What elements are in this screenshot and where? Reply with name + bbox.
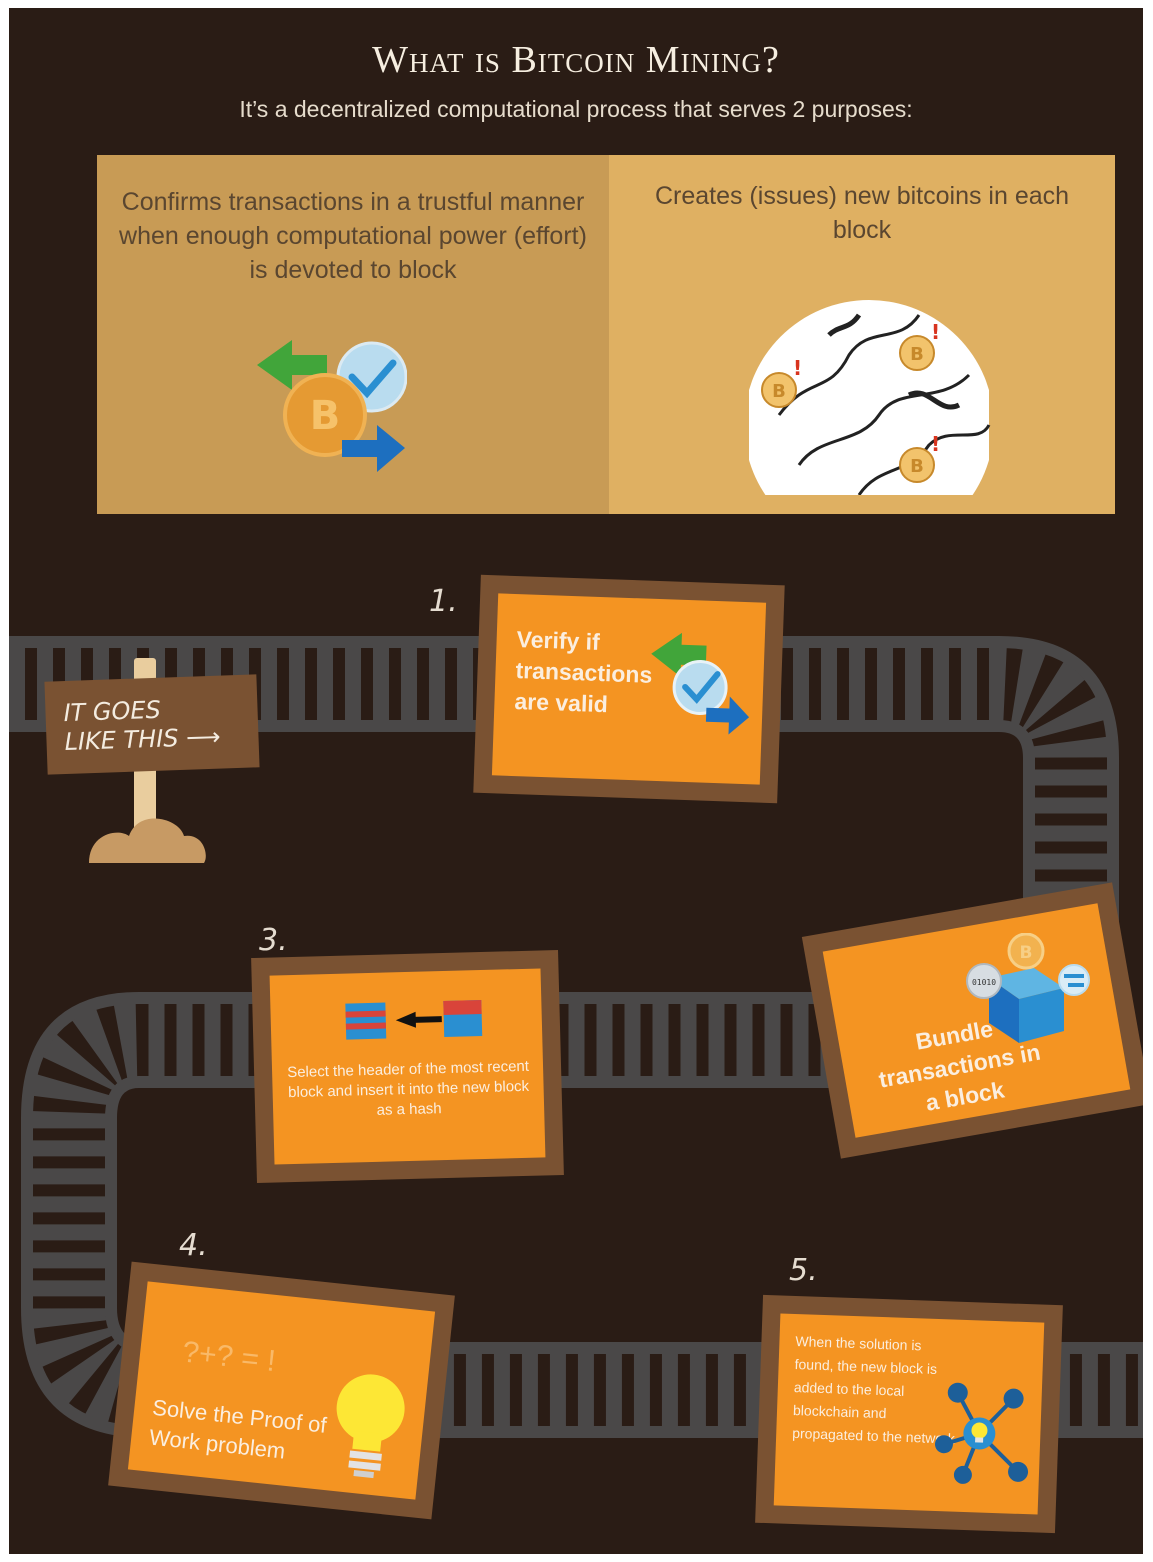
lightbulb-icon <box>336 1374 405 1479</box>
step-number-5: 5. <box>789 1253 818 1288</box>
step-card-3: Select the header of the most recent blo… <box>251 950 564 1183</box>
svg-text:B: B <box>910 344 924 365</box>
infographic-canvas: What is Bitcoin Mining? It’s a decentral… <box>9 8 1143 1554</box>
step-card-inner: When the solution is found, the new bloc… <box>773 1313 1045 1515</box>
step-card-1: Verify if transactions are valid <box>473 574 785 804</box>
block-cube-icon: B 01010 <box>966 933 1090 1043</box>
svg-text:!: ! <box>931 432 940 456</box>
step-number-1: 1. <box>429 584 458 619</box>
step-card-inner: Select the header of the most recent blo… <box>269 968 546 1165</box>
step-card-inner: ?+? = ! Solve the Proof of Work problem <box>127 1281 436 1500</box>
page-title: What is Bitcoin Mining? <box>372 39 780 81</box>
network-icon <box>934 1382 1029 1484</box>
svg-text:B: B <box>772 381 786 402</box>
svg-text:01010: 01010 <box>972 978 996 987</box>
step-card-inner: Verify if transactions are valid <box>491 593 767 785</box>
purpose-confirm-transactions: Confirms transactions in a trustful mann… <box>97 155 609 514</box>
step-text: Solve the Proof of Work problem <box>148 1394 328 1464</box>
transaction-bitcoin-icon: B <box>257 340 407 472</box>
purpose-text: Creates (issues) new bitcoins in each bl… <box>654 182 1070 244</box>
sign-board: IT GOES LIKE THIS ⟶ <box>44 674 260 775</box>
step-card-4: ?+? = ! Solve the Proof of Work problem <box>108 1261 455 1520</box>
verify-transaction-icon <box>651 632 750 735</box>
svg-text:B: B <box>910 456 924 477</box>
mining-map-icon: B ! B ! B ! <box>749 300 991 495</box>
step-text: Select the header of the most recent blo… <box>286 1057 530 1119</box>
svg-text:!: ! <box>793 356 802 380</box>
step-card-5: When the solution is found, the new bloc… <box>755 1294 1063 1534</box>
svg-text:B: B <box>310 393 341 439</box>
svg-text:B: B <box>1020 943 1033 963</box>
purpose-text: Confirms transactions in a trustful mann… <box>119 188 587 284</box>
sign-text: IT GOES LIKE THIS ⟶ <box>63 695 222 757</box>
page-subtitle: It’s a decentralized computational proce… <box>239 96 913 122</box>
equation-text: ?+? = ! <box>180 1335 278 1379</box>
purpose-create-bitcoins: Creates (issues) new bitcoins in each bl… <box>609 155 1115 514</box>
step-number-4: 4. <box>179 1228 208 1263</box>
block-header-icon <box>345 1000 483 1040</box>
step-number-3: 3. <box>259 923 288 958</box>
svg-text:!: ! <box>931 320 940 344</box>
arrow-right-icon: ⟶ <box>185 722 222 752</box>
